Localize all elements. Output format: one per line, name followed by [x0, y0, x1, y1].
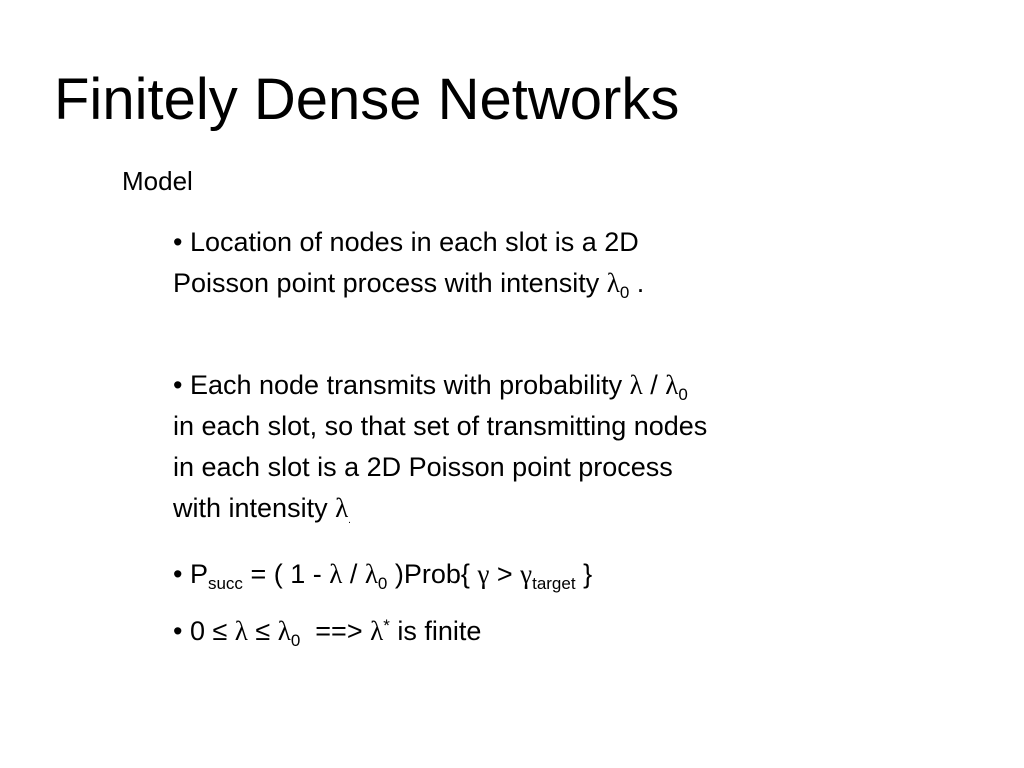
bullet-2-text: • Each node transmits with probability [173, 370, 630, 400]
bullet-3: • Psucc = ( 1 - λ / λ0 )Prob{ γ > γtarge… [173, 554, 592, 595]
subscript-zero: 0 [619, 283, 630, 302]
slash-text: / [342, 559, 365, 589]
bullet-2-line-1: • Each node transmits with probability λ… [173, 365, 688, 406]
equation-text: = ( 1 - [242, 559, 330, 589]
prob-text: )Prob{ [387, 559, 478, 589]
gamma-symbol: γ [520, 559, 533, 589]
bullet-1-line-2: Poisson point process with intensity λ0 … [173, 263, 644, 304]
lambda-symbol: λ [234, 616, 248, 646]
lambda-symbol: λ [329, 559, 343, 589]
bullet-1-end: . [629, 268, 645, 298]
lambda-symbol: λ [665, 370, 679, 400]
greater-than-text: > [489, 559, 521, 589]
subscript-succ: succ [207, 574, 243, 593]
bullet-2-line-4-text: with intensity [173, 493, 336, 523]
gamma-symbol: γ [477, 559, 490, 589]
lambda-symbol: λ [335, 493, 349, 523]
bullet-2-line-2: in each slot, so that set of transmittin… [173, 411, 708, 441]
bullet-1-line-1: • Location of nodes in each slot is a 2D [173, 227, 639, 257]
bullet-2-line-3: in each slot is a 2D Poisson point proce… [173, 452, 673, 482]
slide-title: Finitely Dense Networks [54, 67, 680, 132]
subscript-zero: 0 [377, 574, 388, 593]
superscript-star: * [383, 616, 390, 635]
lambda-symbol: λ [629, 370, 643, 400]
p-text: • P [173, 559, 208, 589]
subscript-zero: 0 [678, 385, 688, 404]
arrow-text: ==> [300, 616, 371, 646]
closing-brace: } [575, 559, 593, 589]
bullet-4-end: is finite [389, 616, 482, 646]
lambda-symbol: λ [364, 559, 378, 589]
bullet-1-text: Poisson point process with intensity [173, 268, 607, 298]
lambda-symbol: λ [606, 268, 620, 298]
slash-text: / [642, 370, 666, 400]
trailing-period: . [348, 515, 351, 526]
bullet-4: • 0 ≤ λ ≤ λ0 ==> λ* is finite [173, 611, 481, 652]
subscript-zero: 0 [290, 631, 301, 650]
subscript-target: target [532, 574, 576, 593]
lambda-symbol: λ [277, 616, 291, 646]
bullet-2-line-4: with intensity λ. [173, 488, 351, 529]
less-equal-text: ≤ [247, 616, 278, 646]
bullet-4-start: • 0 ≤ [173, 616, 235, 646]
lambda-symbol: λ [370, 616, 384, 646]
section-heading: Model [122, 166, 193, 196]
